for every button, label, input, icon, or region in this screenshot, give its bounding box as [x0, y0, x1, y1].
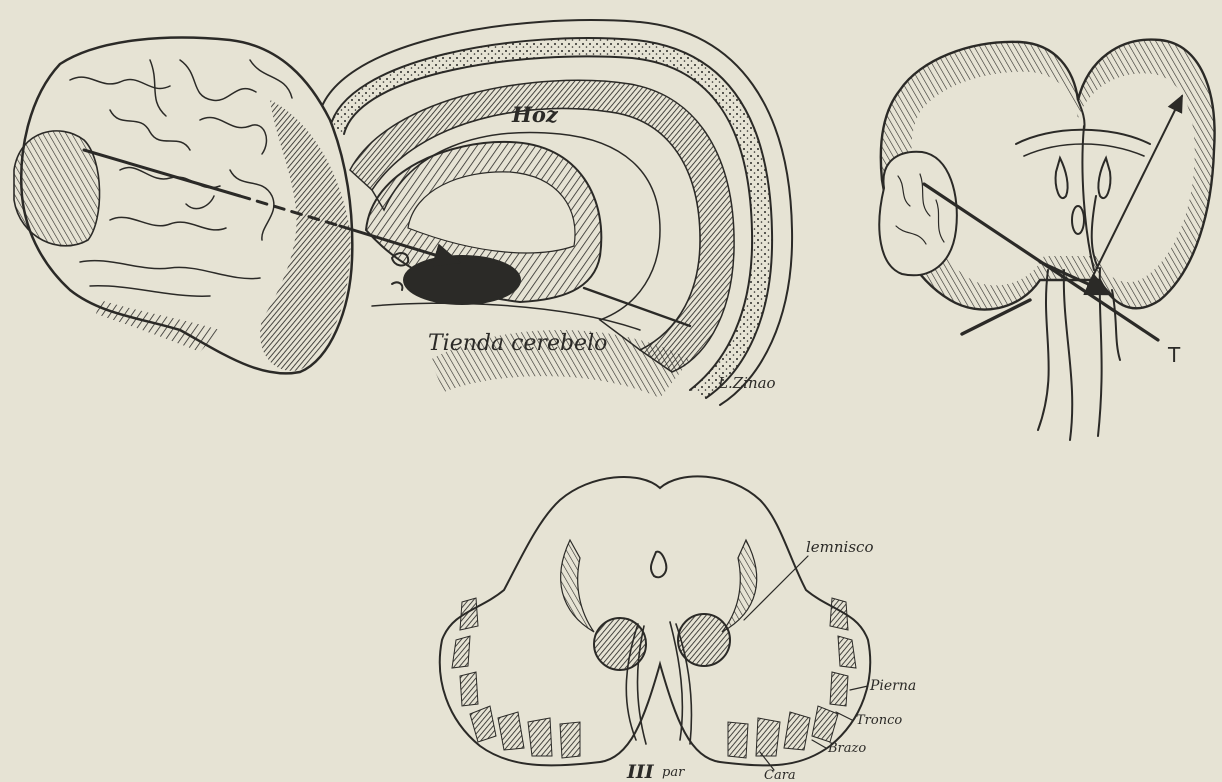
label-tronco: Tronco — [856, 713, 902, 728]
midbrain-section-drawing — [440, 476, 870, 770]
label-lemnisco: lemnisco — [806, 538, 874, 556]
label-iii-par-word: par — [662, 765, 685, 780]
label-pierna: Pierna — [869, 678, 916, 694]
coronal-brain-drawing — [879, 40, 1214, 440]
label-t-marker: T — [1167, 343, 1181, 367]
label-hoz: Hoz — [511, 102, 559, 127]
label-tienda-cerebelo: Tienda cerebelo — [428, 331, 607, 356]
label-cara: Cara — [764, 768, 796, 782]
artist-signature: L.Zinao — [717, 374, 776, 392]
label-iii-par-numeral: III — [626, 761, 655, 782]
label-brazo: Brazo — [827, 741, 866, 756]
